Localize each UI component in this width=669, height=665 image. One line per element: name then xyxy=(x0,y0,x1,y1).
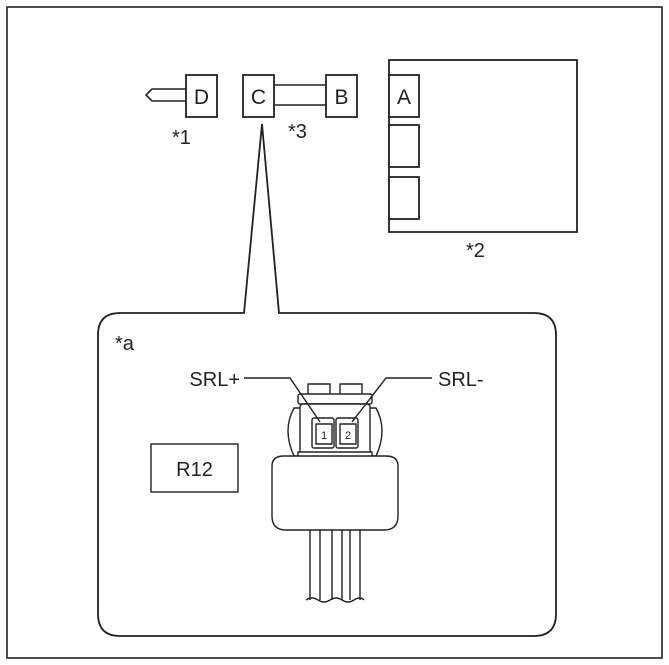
connector-d-label: D xyxy=(194,86,209,109)
connector-b: B xyxy=(325,74,358,118)
connector-c-label: C xyxy=(251,86,266,109)
component-2-port-3 xyxy=(388,176,420,220)
harness-cable xyxy=(274,84,326,106)
pin-2-signal-label: SRL- xyxy=(438,369,484,391)
ref-1-label: *1 xyxy=(172,127,191,149)
wire-stub-d xyxy=(144,88,186,102)
connector-a-label: A xyxy=(397,86,411,109)
component-2: A xyxy=(388,59,578,233)
ref-3-label: *3 xyxy=(288,121,307,143)
connector-code-label: R12 xyxy=(176,459,213,481)
connector-d: D xyxy=(185,74,218,118)
ref-a-label: *a xyxy=(115,333,135,355)
connector-face-drawing xyxy=(271,383,399,603)
component-2-port-2 xyxy=(388,124,420,168)
connector-b-label: B xyxy=(334,86,348,109)
pin-1-signal-label: SRL+ xyxy=(189,369,240,391)
connector-c: C xyxy=(242,74,275,118)
pin-1-number: 1 xyxy=(321,430,327,442)
pin-2-leader-line xyxy=(351,377,432,423)
ref-2-label: *2 xyxy=(466,240,485,262)
connector-a xyxy=(388,74,420,118)
pin-1-leader-line xyxy=(244,377,321,423)
pin-2-number: 2 xyxy=(345,430,351,442)
detail-callout-bubble xyxy=(97,123,557,637)
connector-code-box: R12 xyxy=(150,443,239,493)
